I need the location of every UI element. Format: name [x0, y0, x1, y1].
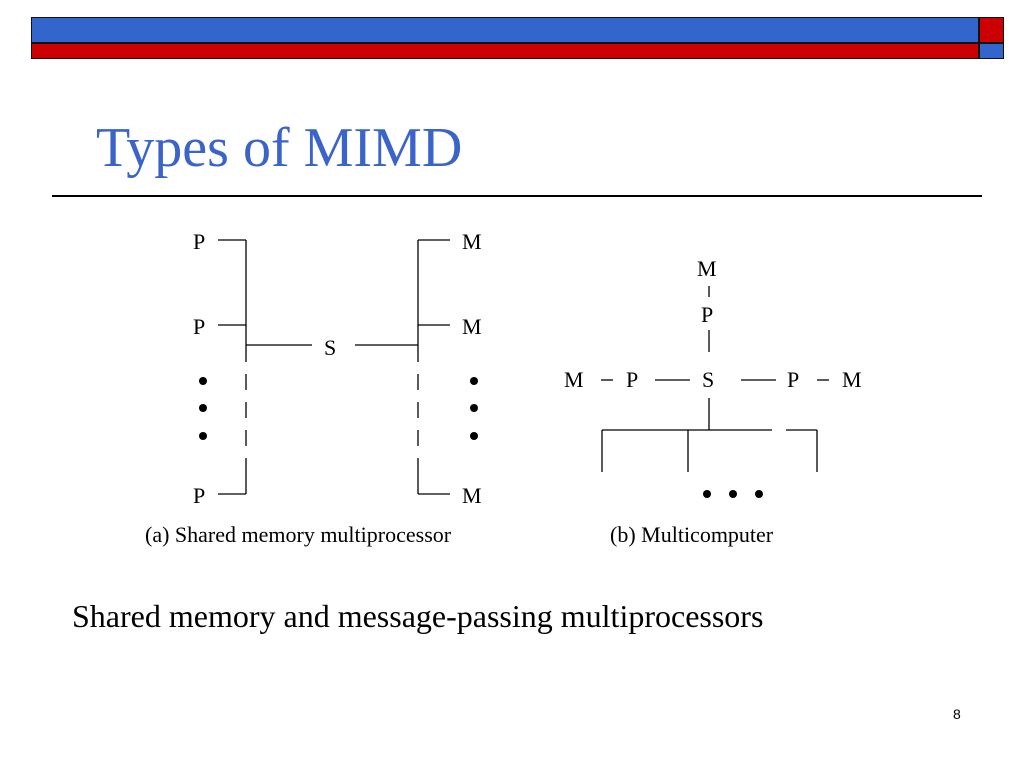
slide-caption: Shared memory and message-passing multip…	[72, 598, 764, 634]
mc-processor-right: P	[787, 367, 799, 392]
ellipsis-dot	[199, 432, 207, 440]
processor-label-1: P	[193, 229, 205, 254]
ellipsis-dot	[755, 490, 763, 498]
ellipsis-dot	[703, 490, 711, 498]
caption-multicomputer: (b) Multicomputer	[610, 522, 774, 547]
ellipsis-dot	[729, 490, 737, 498]
caption-shared-memory: (a) Shared memory multiprocessor	[145, 522, 452, 547]
ellipsis-dot	[470, 432, 478, 440]
processor-label-2: P	[193, 314, 205, 339]
ellipsis-dot	[199, 404, 207, 412]
mc-processor-left: P	[626, 367, 638, 392]
switch-label-b: S	[702, 367, 714, 392]
memory-label-n: M	[462, 483, 482, 508]
ellipsis-dot	[470, 377, 478, 385]
header-bar-red	[31, 43, 979, 59]
ellipsis-dot	[199, 377, 207, 385]
slide-title: Types of MIMD	[96, 117, 463, 179]
header-square-blue	[979, 43, 1004, 59]
title-rule	[52, 195, 982, 197]
switch-label-a: S	[324, 335, 336, 360]
mc-processor-top: P	[701, 302, 713, 327]
memory-label-1: M	[462, 229, 482, 254]
mc-memory-left: M	[564, 367, 584, 392]
mc-memory-top: M	[697, 256, 717, 281]
processor-label-n: P	[193, 483, 205, 508]
ellipsis-dot	[470, 404, 478, 412]
header-square-red	[979, 17, 1004, 43]
page-number: 8	[953, 706, 961, 722]
mc-memory-right: M	[842, 367, 862, 392]
header-bar-blue	[31, 17, 979, 43]
memory-label-2: M	[462, 314, 482, 339]
